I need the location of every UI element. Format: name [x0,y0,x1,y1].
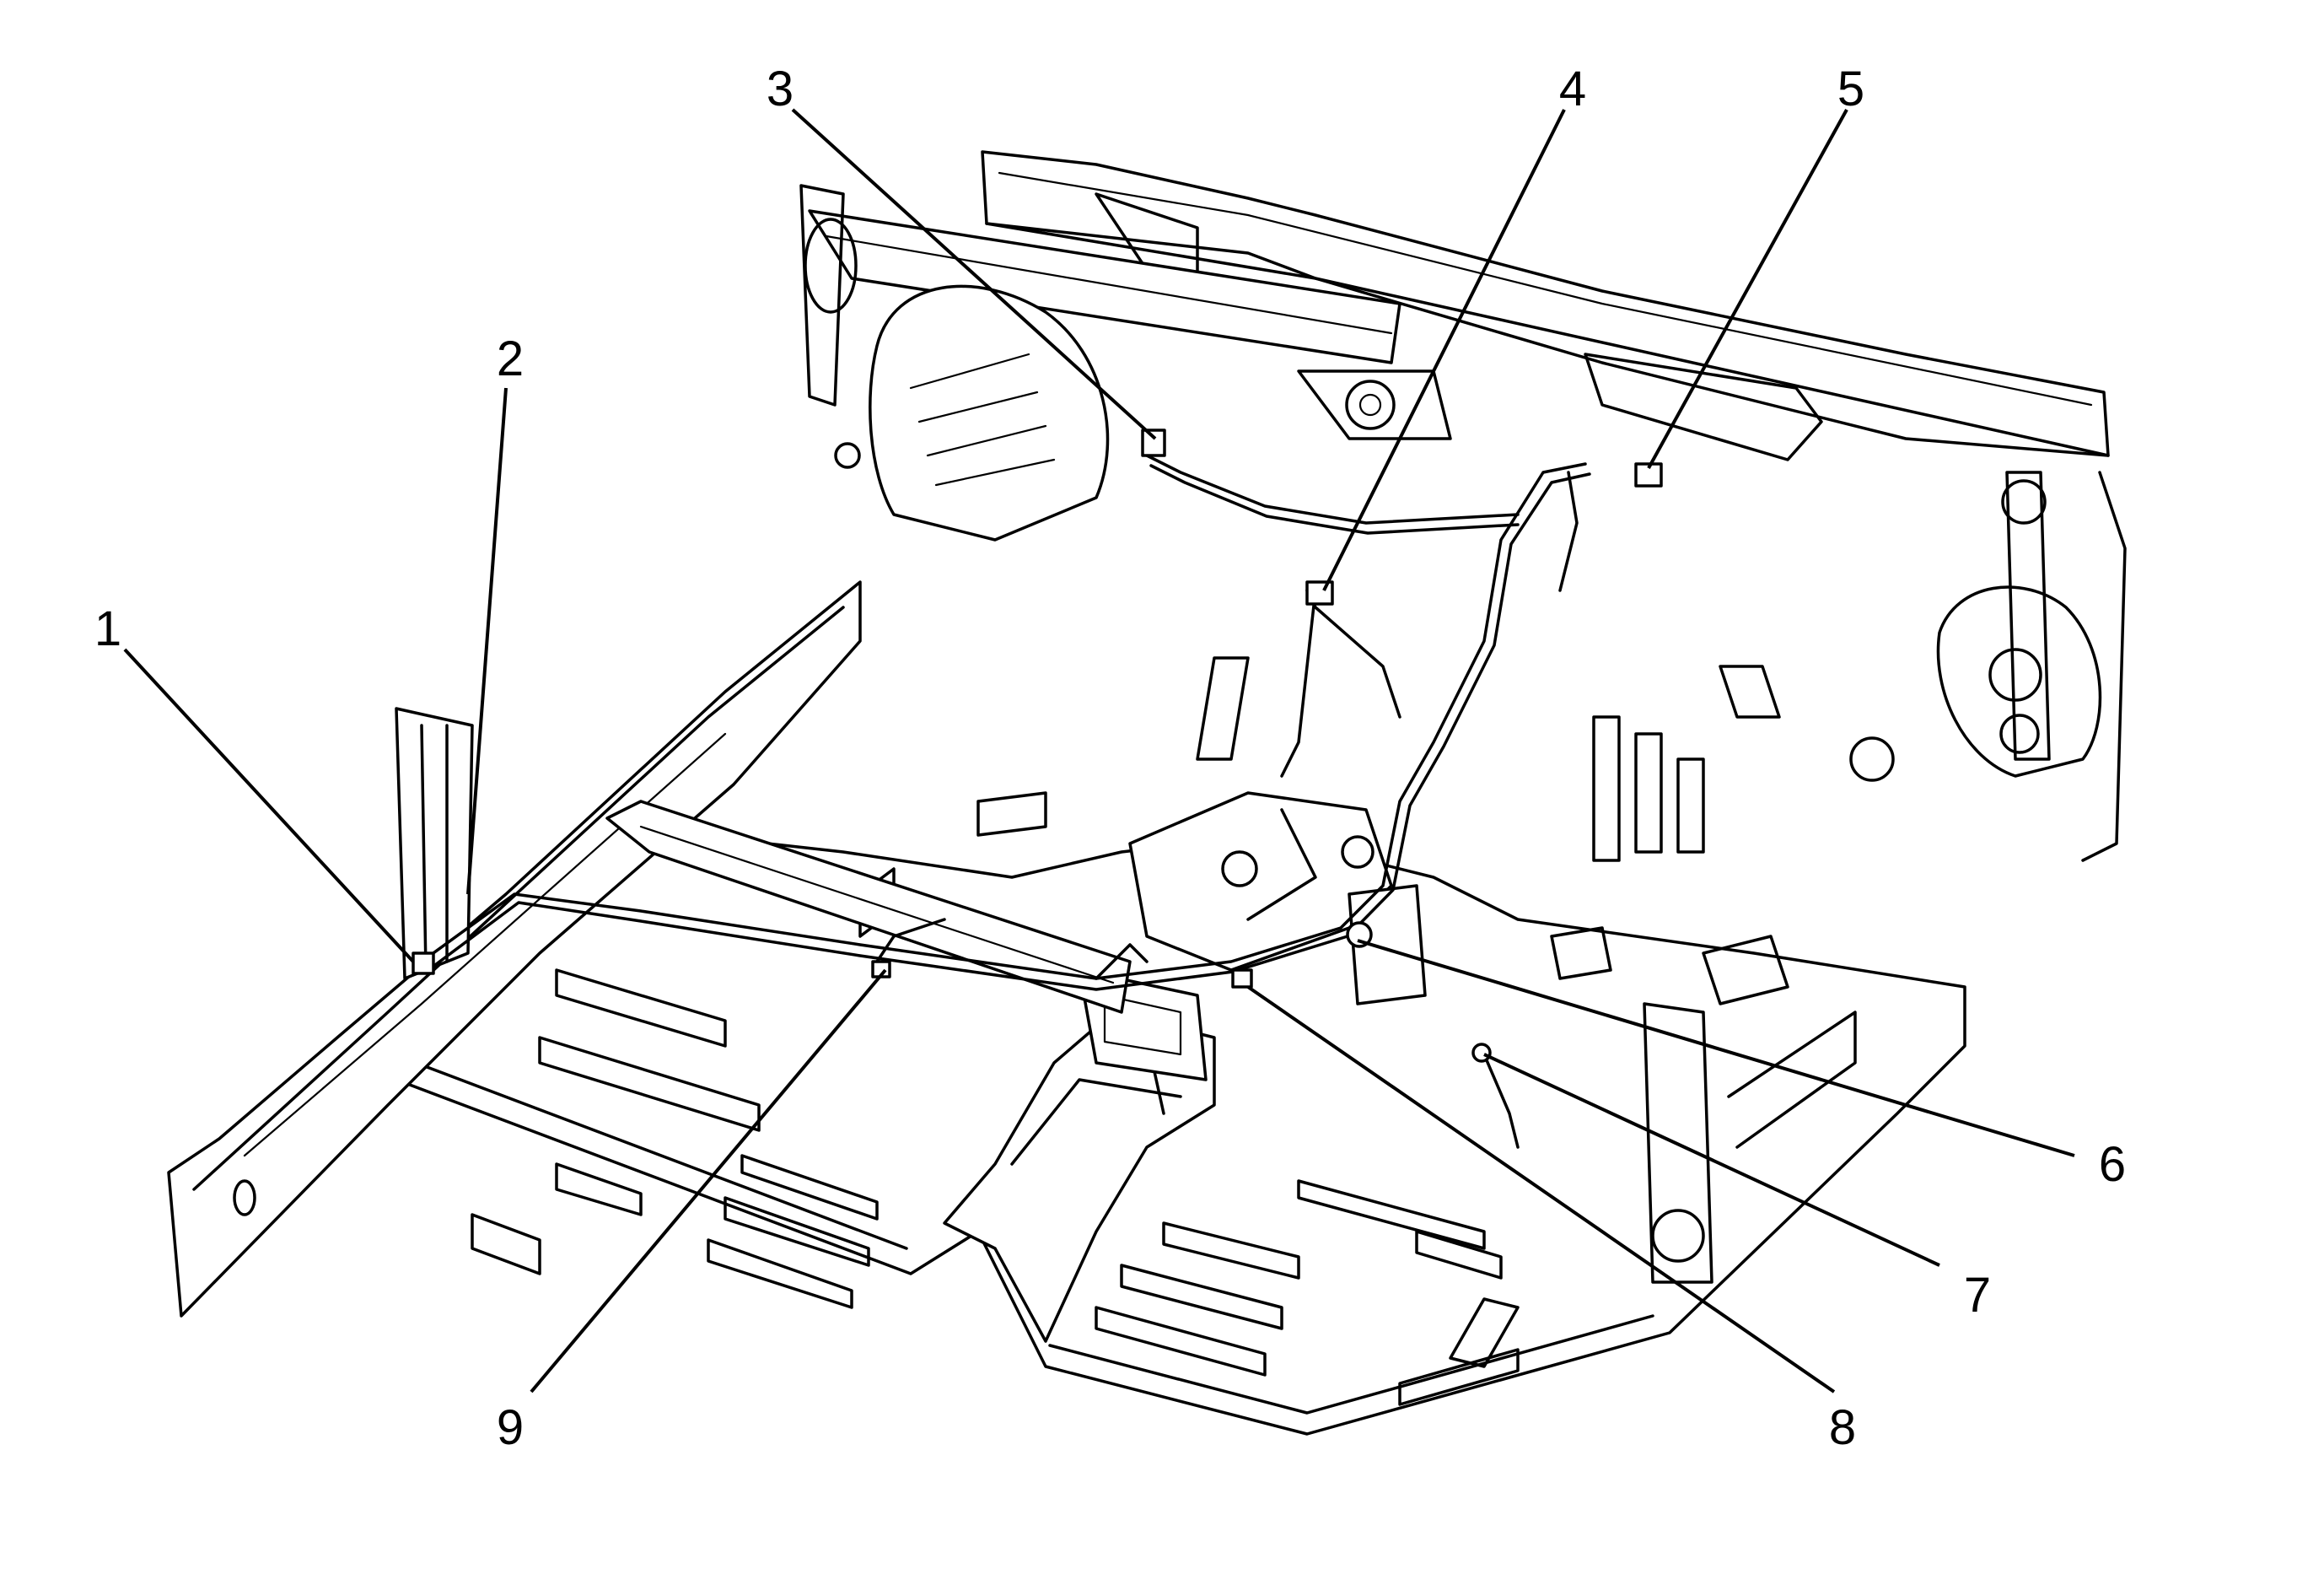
wiring-harness [412,429,1663,1149]
left-wheelhouse [799,184,1110,542]
leader-5 [1647,109,1848,469]
vehicle-floor-pan-drawing [167,150,2127,1436]
callout-8: 8 [1829,1400,1856,1455]
leader-6 [1357,939,2075,1157]
leader-1 [123,648,415,963]
callout-3: 3 [767,62,793,116]
leader-2 [466,387,508,895]
callout-leaders [123,108,2075,1393]
leader-8 [1246,985,1836,1393]
callout-2: 2 [497,332,524,386]
leader-4 [1322,109,1566,591]
callout-labels: 1 2 3 4 5 6 7 8 9 [94,62,2126,1455]
rear-panel [981,150,2110,461]
leader-7 [1483,1053,1940,1267]
right-wheelhouse [1936,471,2127,862]
callout-5: 5 [1837,62,1864,116]
left-b-pillar [395,707,474,980]
floor-pan [395,656,1966,1436]
callout-7: 7 [1964,1268,1991,1323]
callout-6: 6 [2099,1137,2126,1192]
callout-4: 4 [1559,62,1586,116]
left-rocker-sill [167,580,862,1318]
leader-9 [530,968,887,1393]
callout-1: 1 [94,601,121,656]
callout-9: 9 [497,1400,524,1455]
leader-3 [791,108,1157,440]
